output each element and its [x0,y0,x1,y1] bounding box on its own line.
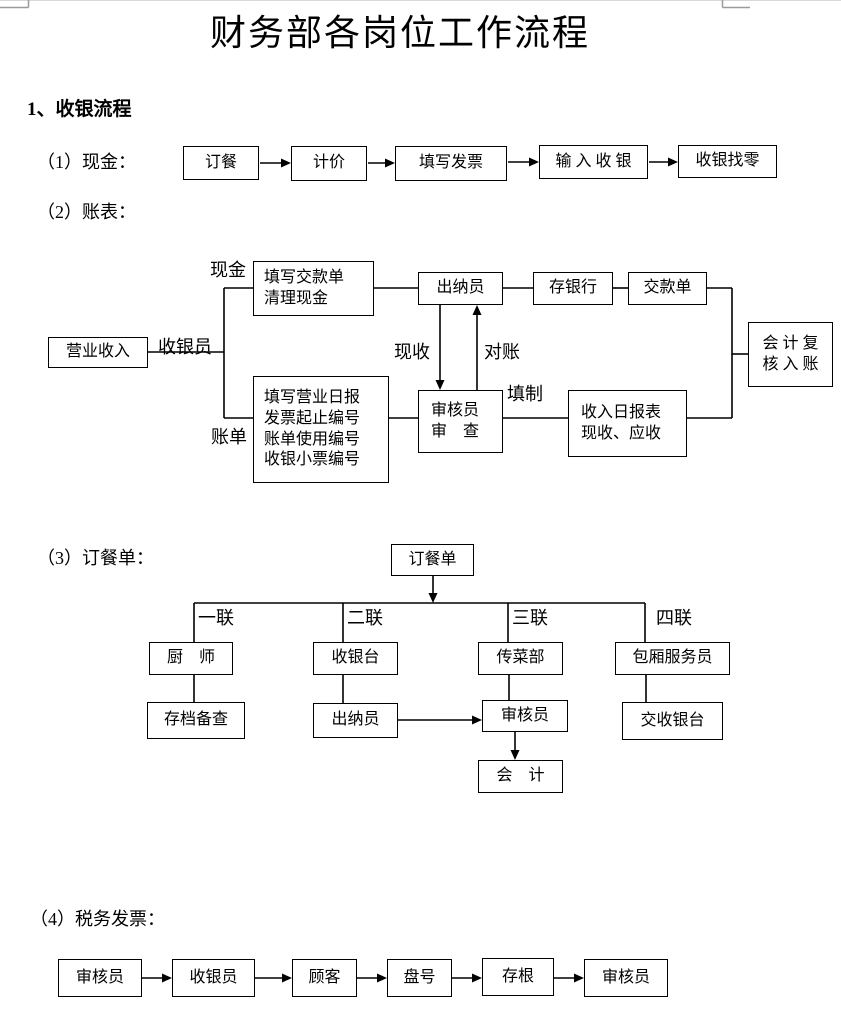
box-room-attendant: 包厢服务员 [615,642,730,675]
arrow-right-icon [162,973,172,983]
arrow-down-icon [428,593,438,603]
flow-box-customer: 顾客 [292,959,357,997]
flow-box-change: 收银找零 [678,145,777,178]
box-line: 会 计 复 [762,334,819,352]
box-accountant-posting: 会 计 复 核 入 账 [748,322,833,387]
arrow-right-icon [472,715,482,725]
box-revenue: 营业收入 [48,337,148,368]
arrow-right-icon [377,973,387,983]
arrow-right-icon [472,973,482,983]
flow-box-cashier: 收银员 [172,959,255,997]
box-line: 现收、应收 [581,424,662,442]
label-cashier: 收银员 [158,337,212,357]
cash-flow-label: （1）现金： [37,152,136,172]
box-line: 收银小票编号 [264,451,361,469]
account-flow-arrows [435,305,482,390]
box-bank: 存银行 [533,272,613,305]
box-line: 发票起止编号 [264,409,361,427]
box-archive: 存档备查 [147,702,245,739]
flow-box-plate-number: 盘号 [387,959,452,997]
label-cash-received: 现收 [394,342,430,362]
flow-box-pricing: 计价 [291,146,367,181]
tax-flow-arrows [142,973,584,983]
section-heading: 1、收银流程 [27,99,132,120]
page-title: 财务部各岗位工作流程 [210,13,591,53]
box-auditor2: 审核员 [482,700,568,732]
box-line: 清理现金 [264,289,329,307]
box-line: 审 查 [431,422,480,440]
box-return-cashier-desk: 交收银台 [622,702,723,740]
arrow-right-icon [529,157,539,167]
label-copy1: 一联 [198,608,234,628]
box-order-form: 订餐单 [391,544,474,576]
cash-flow-arrows [260,157,678,168]
box-accountant: 会 计 [478,760,563,793]
box-deposit-note: 填写交款单 清理现金 [253,261,374,316]
label-copy2: 二联 [347,608,383,628]
order-flow-arrows [398,576,520,760]
flow-box-invoice: 填写发票 [395,146,507,181]
box-payment-slip: 交款单 [628,272,707,305]
arrow-up-icon [472,305,482,315]
margin-crop-marks [0,0,750,9]
label-reconcile: 对账 [484,342,520,362]
arrow-down-icon [510,750,520,760]
order-flow-label: （3）订餐单： [37,548,154,568]
box-line: 填写交款单 [264,268,345,286]
box-cashier-desk: 收银台 [313,642,398,675]
box-auditor-review: 审核员 审 查 [418,390,503,453]
account-flow-label: （2）账表： [37,202,136,222]
label-copy4: 四联 [656,608,692,628]
box-teller2: 出纳员 [313,703,398,738]
tax-flow-label: （4）税务发票： [30,909,165,929]
arrow-right-icon [668,157,678,167]
account-flow-lines [148,287,748,419]
label-copy3: 三联 [512,608,548,628]
box-daily-report: 填写营业日报 发票起止编号 账单使用编号 收银小票编号 [253,376,389,483]
arrow-right-icon [574,973,584,983]
arrow-right-icon [282,973,292,983]
arrow-right-icon [385,158,395,168]
label-cash: 现金 [210,260,246,280]
box-line: 审核员 [431,401,480,419]
box-chef: 厨 师 [149,642,233,675]
arrow-down-icon [435,380,445,390]
box-teller: 出纳员 [418,272,503,305]
flow-box-stub: 存根 [482,958,554,996]
flow-box-auditor2: 审核员 [584,959,668,997]
box-line: 账单使用编号 [264,430,361,448]
arrow-right-icon [281,158,291,168]
box-line: 核 入 账 [762,355,819,373]
box-food-runner: 传菜部 [478,642,563,675]
box-income-report: 收入日报表 现收、应收 [568,390,687,457]
flow-box-register: 输 入 收 银 [539,145,648,179]
box-line: 收入日报表 [581,403,662,421]
box-line: 填写营业日报 [264,388,361,406]
order-flow-lines [193,602,647,703]
label-fill-in: 填制 [507,384,543,404]
flow-box-auditor: 审核员 [58,959,142,997]
label-bill: 账单 [211,427,247,447]
flow-box-order: 订餐 [183,146,259,180]
